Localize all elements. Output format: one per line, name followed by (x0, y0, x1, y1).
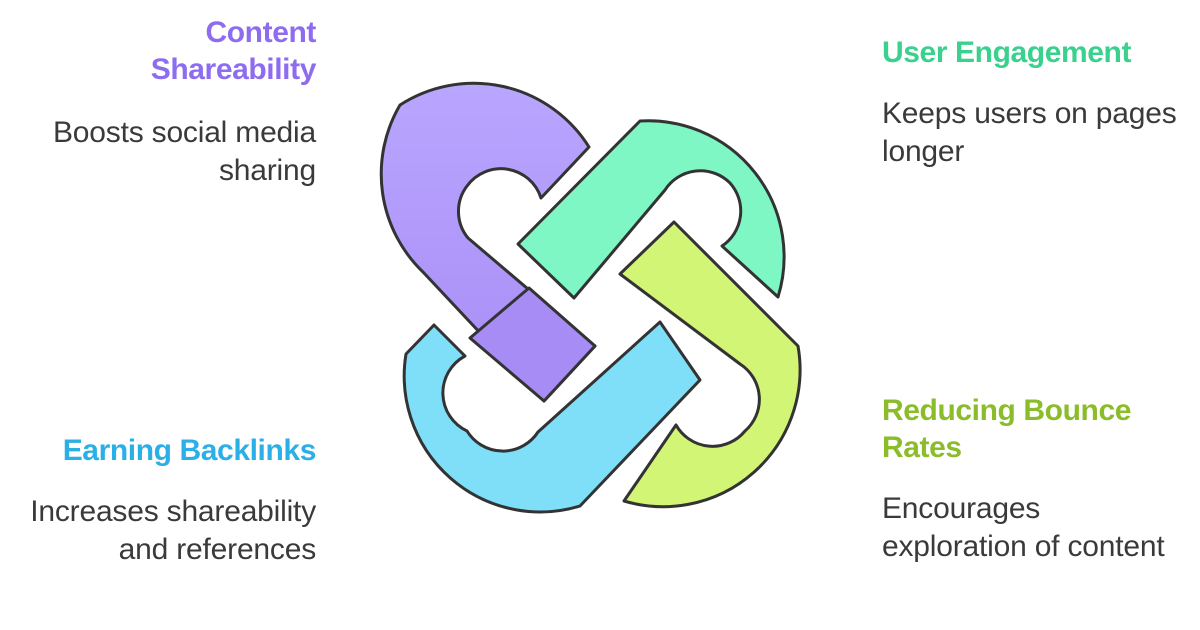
earning-backlinks-block: Earning Backlinks Increases shareability… (30, 432, 316, 569)
reducing-bounce-rates-title: Reducing Bounce Rates (882, 394, 1132, 464)
reducing-bounce-rates-block: Reducing Bounce Rates Encourages explora… (882, 392, 1182, 566)
user-engagement-description: Keeps users on pages longer (882, 97, 1177, 168)
link-content-shareability-overlap (468, 286, 597, 403)
user-engagement-title: User Engagement (882, 36, 1132, 69)
content-shareability-description: Boosts social media sharing (53, 116, 316, 187)
user-engagement-block: User Engagement Keeps users on pages lon… (882, 34, 1182, 171)
link-user-engagement (516, 119, 786, 300)
link-earning-backlinks (402, 320, 702, 514)
earning-backlinks-description: Increases shareability and references (30, 495, 316, 566)
content-shareability-title: Content Shareability (150, 16, 317, 86)
earning-backlinks-title: Earning Backlinks (62, 434, 317, 467)
content-shareability-block: Content Shareability Boosts social media… (40, 14, 316, 190)
link-reducing-bounce-rates (618, 220, 802, 509)
reducing-bounce-rates-description: Encourages exploration of content (882, 492, 1165, 563)
